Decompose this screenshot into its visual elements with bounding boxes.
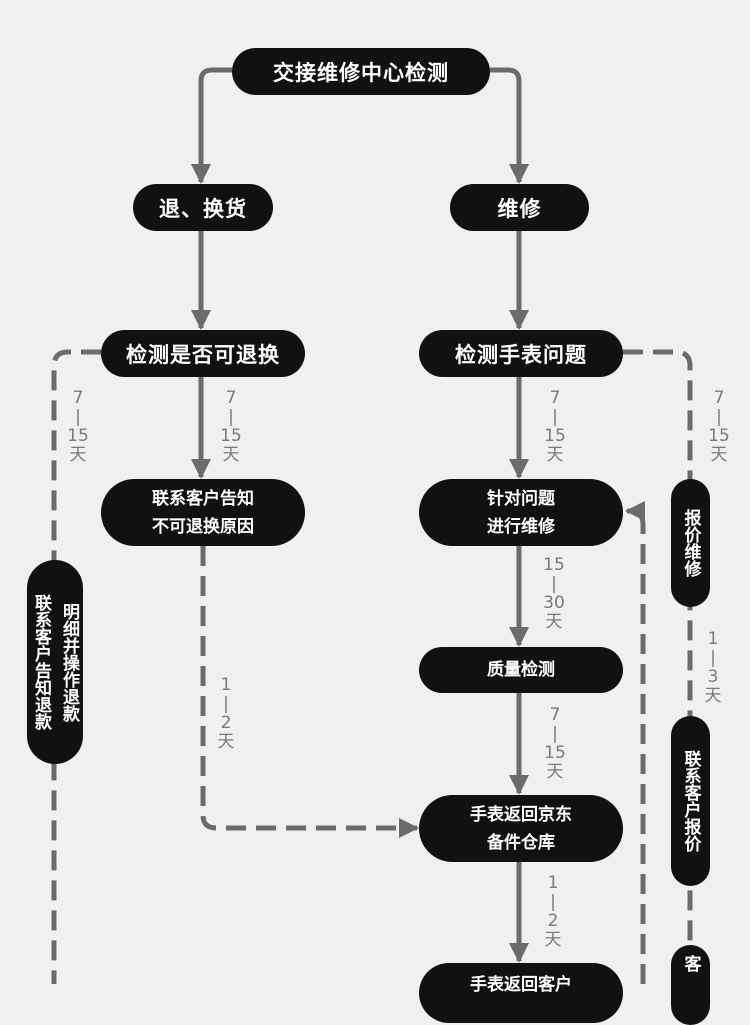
duration-value: 15 — [544, 426, 566, 446]
duration-value: 7 — [72, 388, 84, 408]
node-check-watch-issue: 检测手表问题 — [419, 330, 623, 377]
duration-unit: 天 — [217, 732, 235, 752]
duration-value: 2 — [220, 713, 232, 733]
duration-value: 1 — [707, 629, 719, 649]
node-notify-line-1: 联系客户告知 — [152, 488, 254, 509]
duration-sep: | — [551, 574, 557, 594]
node-customer-partial-label: 客 — [680, 955, 701, 972]
node-refund-col-2: 明细并操作退款 — [59, 602, 79, 722]
dashed-refund-path — [51, 349, 101, 984]
node-return-exchange-label: 退、换货 — [159, 196, 247, 221]
duration-sep: | — [716, 407, 722, 427]
node-check-returnable-label: 检测是否可退换 — [126, 342, 280, 367]
node-refund-col-1: 联系客户告知退款 — [31, 594, 51, 730]
node-return-exchange: 退、换货 — [133, 184, 273, 231]
dashed-quote-path — [623, 349, 693, 984]
duration-sep: | — [710, 648, 716, 668]
node-quote-repair-label: 报价维修 — [680, 509, 701, 577]
connector-layer — [51, 67, 693, 984]
duration-value: 7 — [549, 705, 561, 725]
node-return-to-warehouse: 手表返回京东 备件仓库 — [419, 795, 623, 862]
node-quality-check-label: 质量检测 — [487, 660, 555, 680]
duration-quote-to-contact: 1 | 3 天 — [698, 630, 728, 706]
arrow-start-to-repair — [490, 67, 529, 184]
duration-value: 15 — [544, 743, 566, 763]
duration-unit: 天 — [544, 930, 562, 950]
node-refund-notice: 联系客户告知退款 明细并操作退款 — [27, 560, 83, 764]
duration-value: 7 — [549, 388, 561, 408]
node-start-label: 交接维修中心检测 — [273, 60, 449, 85]
duration-unit: 天 — [222, 445, 240, 465]
duration-issue-to-quote: 7 | 15 天 — [704, 389, 734, 465]
duration-quality-to-warehouse: 7 | 15 天 — [540, 706, 570, 782]
arrow-start-to-return — [191, 67, 232, 184]
node-return-to-customer-label: 手表返回客户 — [470, 975, 572, 995]
duration-refund-path: 7 | 15 天 — [63, 389, 93, 465]
duration-notify-to-warehouse: 1 | 2 天 — [211, 676, 241, 752]
duration-value: 15 — [708, 426, 730, 446]
duration-value: 1 — [220, 675, 232, 695]
duration-fix-to-quality: 15 | 30 天 — [539, 556, 569, 632]
duration-value: 7 — [225, 388, 237, 408]
node-warehouse-line-2: 备件仓库 — [487, 832, 555, 853]
duration-value: 15 — [220, 426, 242, 446]
node-return-to-customer: 手表返回客户 — [419, 963, 623, 1023]
duration-returnable-to-notify: 7 | 15 天 — [216, 389, 246, 465]
duration-sep: | — [552, 407, 558, 427]
duration-sep: | — [75, 407, 81, 427]
duration-value: 30 — [543, 593, 565, 613]
duration-value: 7 — [713, 388, 725, 408]
node-notify-line-2: 不可退换原因 — [152, 516, 254, 537]
node-warehouse-line-1: 手表返回京东 — [470, 804, 572, 825]
duration-unit: 天 — [546, 762, 564, 782]
node-repair: 维修 — [450, 184, 589, 231]
duration-sep: | — [552, 724, 558, 744]
node-check-watch-issue-label: 检测手表问题 — [455, 342, 587, 367]
node-notify-not-returnable: 联系客户告知 不可退换原因 — [101, 479, 305, 546]
duration-value: 2 — [547, 911, 559, 931]
duration-unit: 天 — [710, 445, 728, 465]
node-repair-label: 维修 — [497, 196, 542, 221]
duration-unit: 天 — [546, 445, 564, 465]
node-start: 交接维修中心检测 — [232, 48, 490, 95]
node-check-returnable: 检测是否可退换 — [101, 330, 305, 377]
node-customer-partial: 客 — [671, 945, 710, 1025]
duration-warehouse-to-customer: 1 | 2 天 — [538, 874, 568, 950]
duration-value: 15 — [543, 555, 565, 575]
node-quality-check: 质量检测 — [419, 647, 623, 693]
dashed-notify-to-warehouse — [200, 546, 419, 838]
duration-issue-to-fix: 7 | 15 天 — [540, 389, 570, 465]
duration-value: 3 — [707, 667, 719, 687]
duration-sep: | — [223, 694, 229, 714]
duration-unit: 天 — [545, 612, 563, 632]
duration-unit: 天 — [69, 445, 87, 465]
dashed-customer-back-to-fix — [625, 501, 646, 984]
duration-unit: 天 — [704, 686, 722, 706]
duration-sep: | — [550, 892, 556, 912]
node-contact-quote: 联系客户报价 — [671, 716, 710, 886]
duration-sep: | — [228, 407, 234, 427]
duration-value: 1 — [547, 873, 559, 893]
duration-value: 15 — [67, 426, 89, 446]
node-fix-line-2: 进行维修 — [487, 516, 555, 537]
node-fix-line-1: 针对问题 — [487, 488, 555, 509]
node-fix-issue: 针对问题 进行维修 — [419, 479, 623, 546]
node-quote-repair: 报价维修 — [671, 479, 710, 607]
node-contact-quote-label: 联系客户报价 — [680, 750, 701, 852]
